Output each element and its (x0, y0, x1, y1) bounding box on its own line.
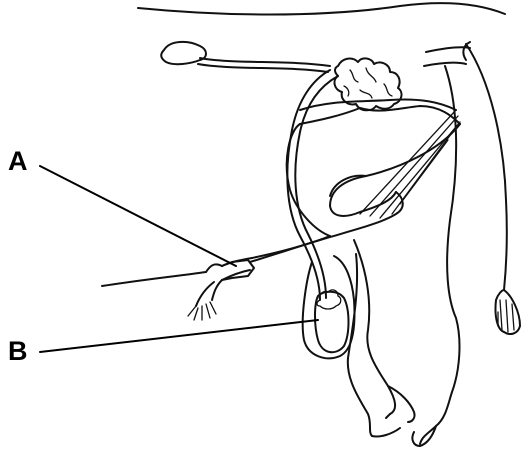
pointer-b (40, 320, 318, 352)
label-b: B (8, 336, 28, 366)
bladder (161, 42, 330, 72)
scrotum-testis (303, 256, 355, 358)
prepuce-glans (188, 258, 254, 320)
spermatic-cord (287, 70, 338, 300)
tail (463, 42, 520, 334)
hind-legs (348, 240, 436, 446)
urethra-and-muscle (300, 99, 460, 218)
pointer-a (40, 166, 236, 266)
label-a: A (8, 146, 28, 176)
